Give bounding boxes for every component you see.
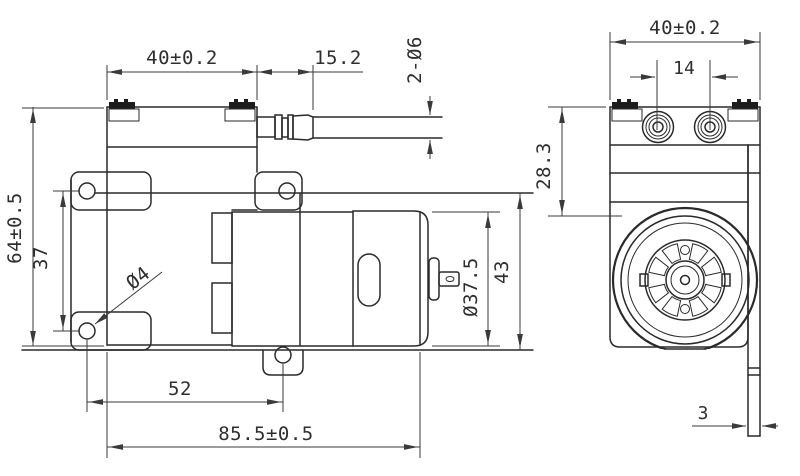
fan-cover-outer-rim xyxy=(611,206,759,349)
barb-tip xyxy=(292,114,314,141)
terminal-block xyxy=(428,257,440,301)
dim-barb-length: 15.2 xyxy=(314,47,362,69)
head-screw-tab-right-2 xyxy=(727,99,759,122)
mount-hole-bottom-center xyxy=(274,346,292,364)
mount-ear-top-left xyxy=(70,171,152,211)
hub-outer xyxy=(665,260,705,300)
dim-plate-thickness: 3 xyxy=(698,403,709,424)
head-screw-tab-left xyxy=(108,99,140,122)
hose-barb xyxy=(256,114,443,141)
dim-port-tube: 2-Ø6 xyxy=(404,36,426,84)
shaft-hole xyxy=(679,274,691,286)
front-view: 40±0.2 15.2 2-Ø6 64±0.5 37 Ø4 xyxy=(4,36,534,458)
dim-side-head-width: 40±0.2 xyxy=(649,17,721,39)
dim-mount-hole-dia: Ø4 xyxy=(122,262,154,294)
mounting-bracket xyxy=(21,171,534,376)
clamp-notch-lower xyxy=(211,282,233,334)
motor-body xyxy=(352,210,460,347)
terminal-hole xyxy=(445,276,455,282)
dim-hole-offset: 52 xyxy=(168,378,192,400)
mount-hole-top-left xyxy=(78,182,96,200)
dim-head-width: 40±0.2 xyxy=(146,47,218,69)
mount-hole-top-right xyxy=(278,182,296,200)
head-screw-tab-left-2 xyxy=(611,99,643,122)
dim-overall-length: 85.5±0.5 xyxy=(218,423,314,445)
dim-motor-dia: Ø37.5 xyxy=(460,257,482,317)
side-mount-plate xyxy=(747,106,761,437)
inlet-port xyxy=(641,110,675,144)
motor-vent-slot xyxy=(357,253,381,307)
side-body-outline xyxy=(609,106,749,348)
head-screw-tab-right xyxy=(224,99,256,122)
side-view: 40±0.2 14 28.3 3 xyxy=(533,17,778,437)
side-dimensions: 40±0.2 14 28.3 3 xyxy=(533,17,778,429)
dim-bracket-height: 43 xyxy=(491,260,513,284)
spoke-ring xyxy=(644,239,726,321)
hub-inner xyxy=(670,265,700,295)
cover-hole-bottom xyxy=(680,304,690,314)
dim-head-height: 28.3 xyxy=(533,142,555,190)
cover-clip-right xyxy=(721,273,731,287)
motor-outline xyxy=(352,210,429,347)
cover-clip-left xyxy=(639,273,649,287)
barb-base xyxy=(256,116,276,138)
terminal-spade xyxy=(438,271,460,287)
mount-ear-top-right xyxy=(254,171,303,211)
barb-ring-1 xyxy=(274,114,283,140)
dim-mount-hole-spacing: 37 xyxy=(30,246,52,270)
cover-hole-top xyxy=(680,245,690,255)
motor-fan-cover xyxy=(611,206,759,350)
pump-body xyxy=(106,99,354,347)
front-dimensions: 40±0.2 15.2 2-Ø6 64±0.5 37 Ø4 xyxy=(4,36,523,458)
barb-neck xyxy=(281,117,289,138)
dim-port-spacing: 14 xyxy=(673,58,695,79)
dim-overall-height: 64±0.5 xyxy=(4,192,26,264)
clamp-notch-upper xyxy=(211,212,233,264)
mount-hole-bottom-left xyxy=(78,322,96,340)
